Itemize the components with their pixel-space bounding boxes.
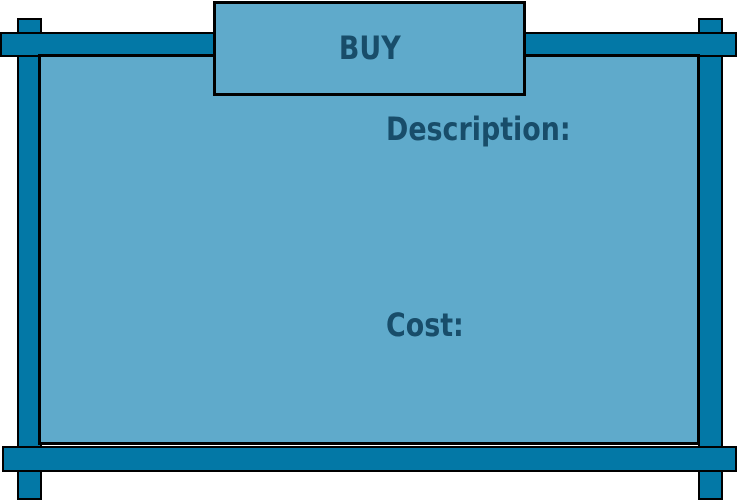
buy-tab-title: BUY (338, 28, 401, 67)
shop-panel (38, 54, 700, 445)
frame-rail-bottom (2, 446, 737, 472)
cost-label: Cost: (386, 306, 464, 344)
buy-tab[interactable]: BUY (213, 1, 526, 96)
description-label: Description: (386, 110, 571, 148)
frame-post-right (698, 18, 723, 500)
